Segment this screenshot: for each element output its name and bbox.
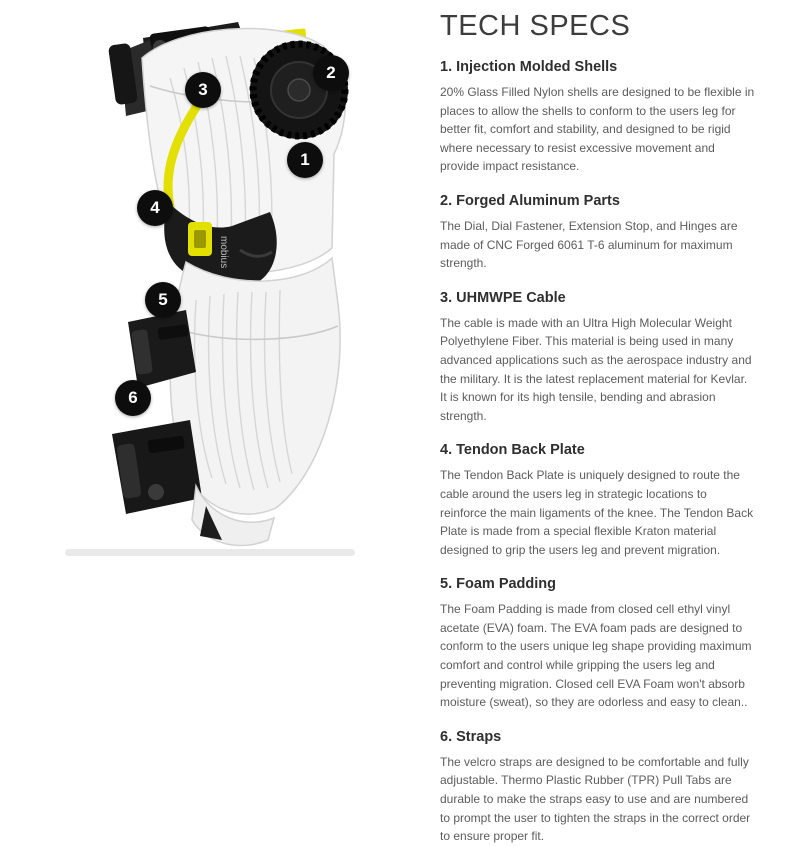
spec-heading: 1. Injection Molded Shells: [440, 59, 618, 75]
spec-section-tendon-back-plate: 4. Tendon Back Plate The Tendon Back Pla…: [440, 442, 755, 559]
spec-body: 20% Glass Filled Nylon shells are design…: [440, 85, 755, 174]
spec-section-foam-padding: 5. Foam Padding The Foam Padding is made…: [440, 576, 755, 712]
callout-badge-3: 3: [185, 72, 221, 108]
spec-body: The velcro straps are designed to be com…: [440, 754, 751, 844]
brand-text: mobius: [218, 236, 229, 268]
spec-body: The Tendon Back Plate is uniquely design…: [440, 468, 754, 557]
spec-heading: 6. Straps: [440, 728, 502, 745]
bottom-strap-graphic: [112, 420, 202, 514]
spec-body: The cable is made with an Ultra High Mol…: [440, 315, 752, 423]
page-title: TECH SPECS: [440, 10, 631, 42]
callout-badge-6: 6: [115, 380, 151, 416]
callout-badge-5: 5: [145, 282, 181, 318]
mid-strap-graphic: [128, 310, 196, 388]
callout-badge-2: 2: [313, 55, 349, 91]
callout-badge-4: 4: [137, 190, 173, 226]
tech-specs-panel: TECH SPECS 1. Injection Molded Shells 20…: [430, 0, 800, 843]
product-image-area: mobius: [0, 0, 430, 565]
floor-shadow: [65, 549, 355, 556]
spec-body: The Dial, Dial Fastener, Extension Stop,…: [440, 218, 738, 271]
spec-heading: 3. UHMWPE Cable: [440, 289, 566, 306]
spec-heading: 5. Foam Padding: [440, 576, 557, 593]
spec-body: The Foam Padding is made from closed cel…: [440, 602, 752, 710]
spec-section-forged-aluminum-parts: 2. Forged Aluminum Parts The Dial, Dial …: [440, 193, 755, 273]
spec-section-injection-molded-shells: 1. Injection Molded Shells 20% Glass Fil…: [440, 59, 755, 176]
spec-section-straps: 6. Straps The velcro straps are designed…: [440, 729, 755, 846]
spec-section-uhmwpe-cable: 3. UHMWPE Cable The cable is made with a…: [440, 290, 755, 426]
spec-heading: 2. Forged Aluminum Parts: [440, 192, 620, 209]
spec-heading: 4. Tendon Back Plate: [440, 442, 585, 459]
callout-badge-1: 1: [287, 142, 323, 178]
hinge-graphic: [164, 202, 277, 282]
